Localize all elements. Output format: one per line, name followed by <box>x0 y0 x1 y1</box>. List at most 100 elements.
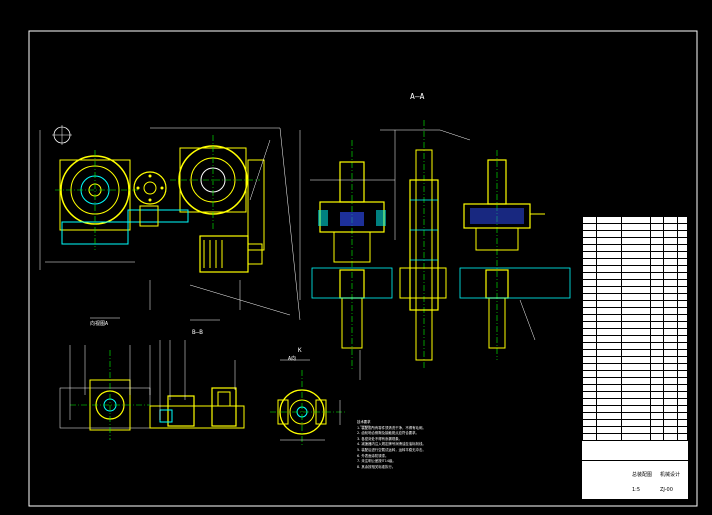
parts-list-cell <box>582 328 598 336</box>
parts-list-cell <box>650 391 664 399</box>
parts-list-row <box>582 272 688 280</box>
note-line: 1. 装配前所有零件须清洗干净，不得有毛刺。 <box>357 425 426 430</box>
parts-list-cell <box>621 216 652 224</box>
parts-list-cell <box>676 426 688 434</box>
parts-list-row <box>582 286 688 294</box>
parts-list-cell <box>582 349 598 357</box>
parts-list-cell <box>621 398 652 406</box>
parts-list-cell <box>621 272 652 280</box>
parts-list-cell <box>596 398 623 406</box>
parts-list-cell <box>582 314 598 322</box>
parts-list-title-block: 总装配图 机械设计 ZJ-00 1:5 <box>582 216 688 499</box>
parts-list-row <box>582 342 688 350</box>
parts-list-cell <box>676 370 688 378</box>
parts-list-cell <box>596 335 623 343</box>
parts-list-cell <box>582 237 598 245</box>
note-line: 2. 齿轮啮合侧隙及接触斑点应符合要求。 <box>357 431 419 436</box>
parts-list-cell <box>596 349 623 357</box>
parts-list-cell <box>582 370 598 378</box>
note-line: 7. 未注明公差按IT14级。 <box>357 459 396 464</box>
parts-list-cell <box>662 349 678 357</box>
parts-list-cell <box>621 342 652 350</box>
parts-list-cell <box>662 405 678 413</box>
parts-list-cell <box>662 216 678 224</box>
parts-list-cell <box>662 321 678 329</box>
parts-list-cell <box>596 405 623 413</box>
parts-list-cell <box>621 307 652 315</box>
parts-list-cell <box>596 314 623 322</box>
parts-list-cell <box>650 398 664 406</box>
parts-list-cell <box>650 405 664 413</box>
parts-list-cell <box>582 244 598 252</box>
parts-list-cell <box>676 335 688 343</box>
gearbox-front-view <box>39 125 301 321</box>
parts-list-cell <box>596 419 623 427</box>
parts-list-row <box>582 251 688 259</box>
parts-list-cell <box>650 279 664 287</box>
parts-list-cell <box>582 286 598 294</box>
parts-list-cell <box>676 279 688 287</box>
parts-list-cell <box>596 328 623 336</box>
parts-list-cell <box>621 405 652 413</box>
parts-list-cell <box>676 398 688 406</box>
parts-list-cell <box>662 426 678 434</box>
parts-list-row <box>582 328 688 336</box>
parts-list-cell <box>582 307 598 315</box>
parts-list-cell <box>676 307 688 315</box>
parts-list-cell <box>582 223 598 231</box>
parts-list-cell <box>676 230 688 238</box>
parts-list-cell <box>596 300 623 308</box>
parts-list-row <box>582 384 688 392</box>
parts-list-cell <box>650 265 664 273</box>
drawing-title: 总装配图 <box>632 472 653 478</box>
parts-list-cell <box>582 230 598 238</box>
parts-list-cell <box>582 258 598 266</box>
parts-list-cell <box>662 370 678 378</box>
parts-list-cell <box>621 279 652 287</box>
parts-list-table <box>582 216 688 441</box>
parts-list-cell <box>662 279 678 287</box>
parts-list-cell <box>662 223 678 231</box>
parts-list-row <box>582 433 688 441</box>
parts-list-cell <box>596 265 623 273</box>
parts-list-cell <box>582 321 598 329</box>
parts-list-cell <box>582 335 598 343</box>
parts-list-cell <box>676 216 688 224</box>
parts-list-cell <box>662 377 678 385</box>
parts-list-cell <box>676 265 688 273</box>
parts-list-cell <box>650 370 664 378</box>
parts-list-cell <box>582 251 598 259</box>
parts-list-cell <box>621 356 652 364</box>
parts-list-cell <box>582 419 598 427</box>
parts-list-cell <box>662 363 678 371</box>
parts-list-cell <box>662 272 678 280</box>
parts-list-cell <box>676 363 688 371</box>
parts-list-cell <box>676 377 688 385</box>
parts-list-cell <box>650 230 664 238</box>
parts-list-cell <box>662 342 678 350</box>
parts-list-cell <box>650 363 664 371</box>
parts-list-cell <box>582 272 598 280</box>
parts-list-cell <box>662 335 678 343</box>
parts-list-cell <box>582 342 598 350</box>
parts-list-cell <box>676 244 688 252</box>
parts-list-row <box>582 307 688 315</box>
parts-list-cell <box>650 307 664 315</box>
parts-list-cell <box>596 216 623 224</box>
parts-list-cell <box>650 384 664 392</box>
parts-list-cell <box>596 307 623 315</box>
parts-list-cell <box>676 251 688 259</box>
parts-list-cell <box>662 391 678 399</box>
parts-list-cell <box>676 237 688 245</box>
parts-list-row <box>582 293 688 301</box>
parts-list-row <box>582 363 688 371</box>
parts-list-cell <box>662 230 678 238</box>
parts-list-cell <box>662 244 678 252</box>
parts-list-cell <box>582 356 598 364</box>
parts-list-cell <box>676 405 688 413</box>
parts-list-cell <box>650 244 664 252</box>
parts-list-cell <box>676 258 688 266</box>
parts-list-cell <box>662 258 678 266</box>
parts-list-cell <box>662 293 678 301</box>
